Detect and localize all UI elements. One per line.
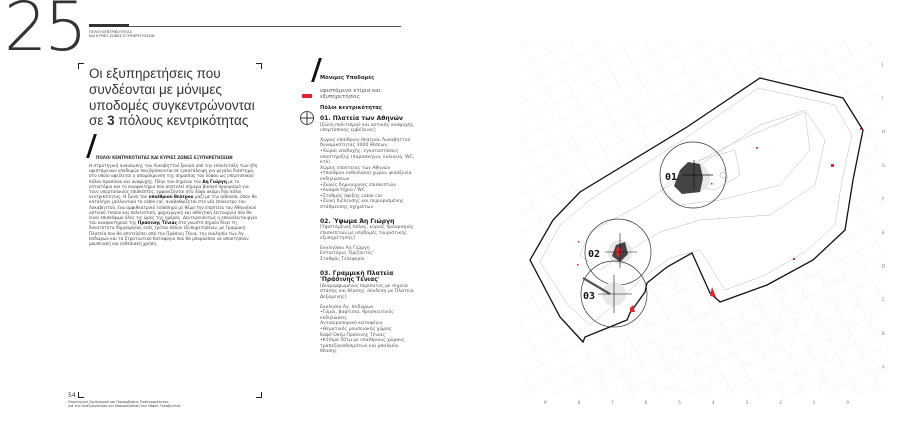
grid-row-label: I xyxy=(882,96,883,101)
pole-item: Αντιαεροπορικό καταφύγιο xyxy=(320,321,383,327)
pole-title: 02. Ύψωμα Άη Γιώργη xyxy=(320,217,395,225)
pole-item: Χώρος υπαίθριου θεάτρου Λυκαβηττού δυναμ… xyxy=(320,137,411,149)
grid-row-label: J xyxy=(881,62,883,67)
pole-item: •Χώροι υποδοχής, εγκαταστάσεις υποστήριξ… xyxy=(320,148,415,166)
pole-item: Εκκλησία Αγ. Ισιδώρων xyxy=(320,304,374,310)
site-map: 01 02 03 J I H G F E D C B A 9 8 7 6 5 4 3 2 1 0 xyxy=(520,40,885,405)
paragraph-text: με το εστιατόριο και το αναψυκτήριο που … xyxy=(89,178,249,200)
legend-existing-swatch xyxy=(302,94,312,98)
grid-col-label: 6 xyxy=(645,400,648,405)
poles-list: 01. Πλατεία των Αθηνών [ζώνη πολιτισμού … xyxy=(320,115,415,359)
heading-text: πόλους κεντρικότητας xyxy=(114,113,249,129)
pole-item: Εκκλησάκι Αη Γιώργη xyxy=(320,245,370,251)
pole-item: Καφέ-Οκέμ Πράσινης Τένιας xyxy=(320,332,386,338)
footer-line: Στρατηγική Σχεδιασμού και Παρεμβάσεις Πρ… xyxy=(68,400,169,404)
pole-label: 03 xyxy=(583,291,595,302)
pole-item: •Υπαίθριοι εκθεσιακοί χώροι, φιλοξενία ε… xyxy=(320,171,412,182)
heading-text: σε xyxy=(89,113,108,129)
grid-row-label: A xyxy=(882,364,885,369)
subheading: ΠΟΛΟΙ ΚΕΝΤΡΙΚΟΤΗΤΑΣ ΚΑΙ ΚΥΡΙΕΣ ΖΩΝΕΣ ΕΞΥ… xyxy=(96,155,233,160)
grid-col-label: 5 xyxy=(678,400,681,405)
corner-bracket xyxy=(256,63,262,69)
section-label-line: ΚΑΙ ΚΥΡΙΕΣ ΖΩΝΕΣ ΕΞΥΠΗΡΕΤΗΣΕΩΝ xyxy=(89,34,155,39)
pole-item: Σταθμός Τελεφερίκ xyxy=(320,257,365,263)
corner-bracket xyxy=(256,392,262,398)
hill-boundary xyxy=(529,77,864,344)
header-rule-thick xyxy=(89,24,129,27)
pole-item: •Θεματικός μουσειακός χώρος xyxy=(320,327,392,332)
pole-01: 01 xyxy=(659,141,728,209)
grid-col-label: 2 xyxy=(779,400,782,405)
legend-existing-label: υφιστάμενα κτίρια και εξυπηρετήσεις xyxy=(320,87,381,100)
grid-col-label: 1 xyxy=(813,400,816,405)
grid-col-label: 8 xyxy=(578,400,581,405)
grid-col-label: 9 xyxy=(544,400,547,405)
pole-item: •Σταθμός άφιξης cable car xyxy=(320,193,383,199)
pole-item: •Κτίσμα 50τμ με υπαίθριους χώρους τραπεζ… xyxy=(320,338,405,355)
corner-bracket xyxy=(78,392,84,398)
legend-poles-title: Πόλοι κεντρικότητας xyxy=(320,105,382,112)
pole-item: Χώρος εποπτείας των Αθηνών xyxy=(320,165,391,171)
pole-item: •Αναψυκτήριο / WC xyxy=(320,188,366,194)
paragraph-emphasis: υπαίθριου θεάτρου xyxy=(148,194,194,200)
crosshair-circle-icon xyxy=(300,111,314,125)
footer-text: Στρατηγική Σχεδιασμού και Παρεμβάσεις Πρ… xyxy=(68,400,180,408)
existing-buildings xyxy=(577,128,862,312)
pole-item: •Ζώνες δημιουργίας επισκεπτών xyxy=(320,182,396,188)
section-label: ΠΟΛΟΙ ΚΕΝΤΡΙΚΟΤΗΤΑΣ ΚΑΙ ΚΥΡΙΕΣ ΖΩΝΕΣ ΕΞΥ… xyxy=(89,30,155,39)
paragraph-text: στο γνωστό σημείο δίνει τη δυνατότητα δη… xyxy=(89,220,249,247)
hill-area xyxy=(530,78,863,342)
grid-col-label: 3 xyxy=(746,400,749,405)
grid-row-label: G xyxy=(882,163,885,168)
paragraph-text: μαζί με την αίθουσα, όπου θα καταλήγει μ… xyxy=(89,194,257,226)
slash-divider xyxy=(86,134,97,158)
heading-line: Οι εξυπηρετήσεις που xyxy=(89,66,221,81)
heading-line: συνδέονται με μόνιμες xyxy=(89,81,222,97)
pole-label: 02 xyxy=(588,249,600,260)
paragraph-text: Η στρατηγική ανανέωσης του Λυκαβηττού ξε… xyxy=(89,163,258,184)
pole-description: [Υφιστάμενος πόλος, κύριος προορισμός επ… xyxy=(320,225,414,242)
pole-03: 03 xyxy=(580,260,648,328)
legend-column: Μόνιμες Υποδομές υφιστάμενα κτίρια και ε… xyxy=(320,75,415,359)
footer-line: για την Αναζωογόνηση και Επανασύνδεση το… xyxy=(68,404,181,409)
paragraph-emphasis: Αη Γιώργη xyxy=(202,178,227,184)
pole-description: [ζώνη πολιτισμού και αστικής αναψυχής υπ… xyxy=(320,122,414,134)
body-paragraph: Η στρατηγική ανανέωσης του Λυκαβηττού ξε… xyxy=(89,163,259,246)
grid-col-label: 0 xyxy=(846,400,849,405)
pole-item: Εστιατόριο 'Ορίζοντες' xyxy=(320,251,374,257)
grid-col-label: 7 xyxy=(611,400,614,405)
grid-row-label: C xyxy=(882,297,885,302)
pole-entry: 02. Ύψωμα Άη Γιώργη [Υφιστάμενος πόλος, … xyxy=(320,217,415,267)
pole-description: [Διαμορφωμένος περίπατος με σημεία στάση… xyxy=(320,283,414,301)
grid-col-labels: 9 8 7 6 5 4 3 2 1 0 xyxy=(544,400,849,405)
page-number: 25 xyxy=(4,0,88,67)
pole-02: 02 xyxy=(584,218,652,286)
pole-item: •Γάμοι, βαφτίσια, θρησκευτικές εκδηλώσει… xyxy=(320,310,394,321)
header-rule xyxy=(129,26,401,27)
legend-permanent-title: Μόνιμες Υποδομές xyxy=(320,75,375,81)
grid-row-label: H xyxy=(882,129,885,134)
theater-footprint xyxy=(674,162,703,194)
pole-item: •Ζώνη διέλευσης και περιορισμένης στάθμε… xyxy=(320,199,404,210)
grid-row-label: F xyxy=(882,196,885,201)
grid-row-label: B xyxy=(882,331,885,336)
section-label-line: ΠΟΛΟΙ ΚΕΝΤΡΙΚΟΤΗΤΑΣ xyxy=(89,30,132,34)
grid-col-label: 4 xyxy=(712,400,715,405)
pole-title: 01. Πλατεία των Αθηνών xyxy=(320,115,404,122)
pole-entry: 03. Γραμμική Πλατεία 'Πράσινης Τένιας' [… xyxy=(320,269,415,359)
pole-title: 03. Γραμμική Πλατεία 'Πράσινης Τένιας' xyxy=(320,269,394,284)
heading-number: 3 xyxy=(107,113,115,129)
paragraph-emphasis: Πράσινης Τένιας xyxy=(137,220,177,226)
footer-page-number: 54 xyxy=(68,392,76,399)
grid-row-label: E xyxy=(882,230,885,235)
grid-row-labels: J I H G F E D C B A xyxy=(881,62,885,369)
heading-line: υποδομές συγκεντρώνονται xyxy=(89,97,255,113)
pole-entry: 01. Πλατεία των Αθηνών [ζώνη πολιτισμού … xyxy=(320,115,415,215)
corner-bracket xyxy=(78,63,84,69)
heading-line: σε 3 πόλους κεντρικότητας xyxy=(89,113,294,129)
grid-row-label: D xyxy=(882,264,885,269)
page-heading: Οι εξυπηρετήσεις που συνδέονται με μόνιμ… xyxy=(89,66,294,129)
pole-label: 01 xyxy=(665,172,677,183)
